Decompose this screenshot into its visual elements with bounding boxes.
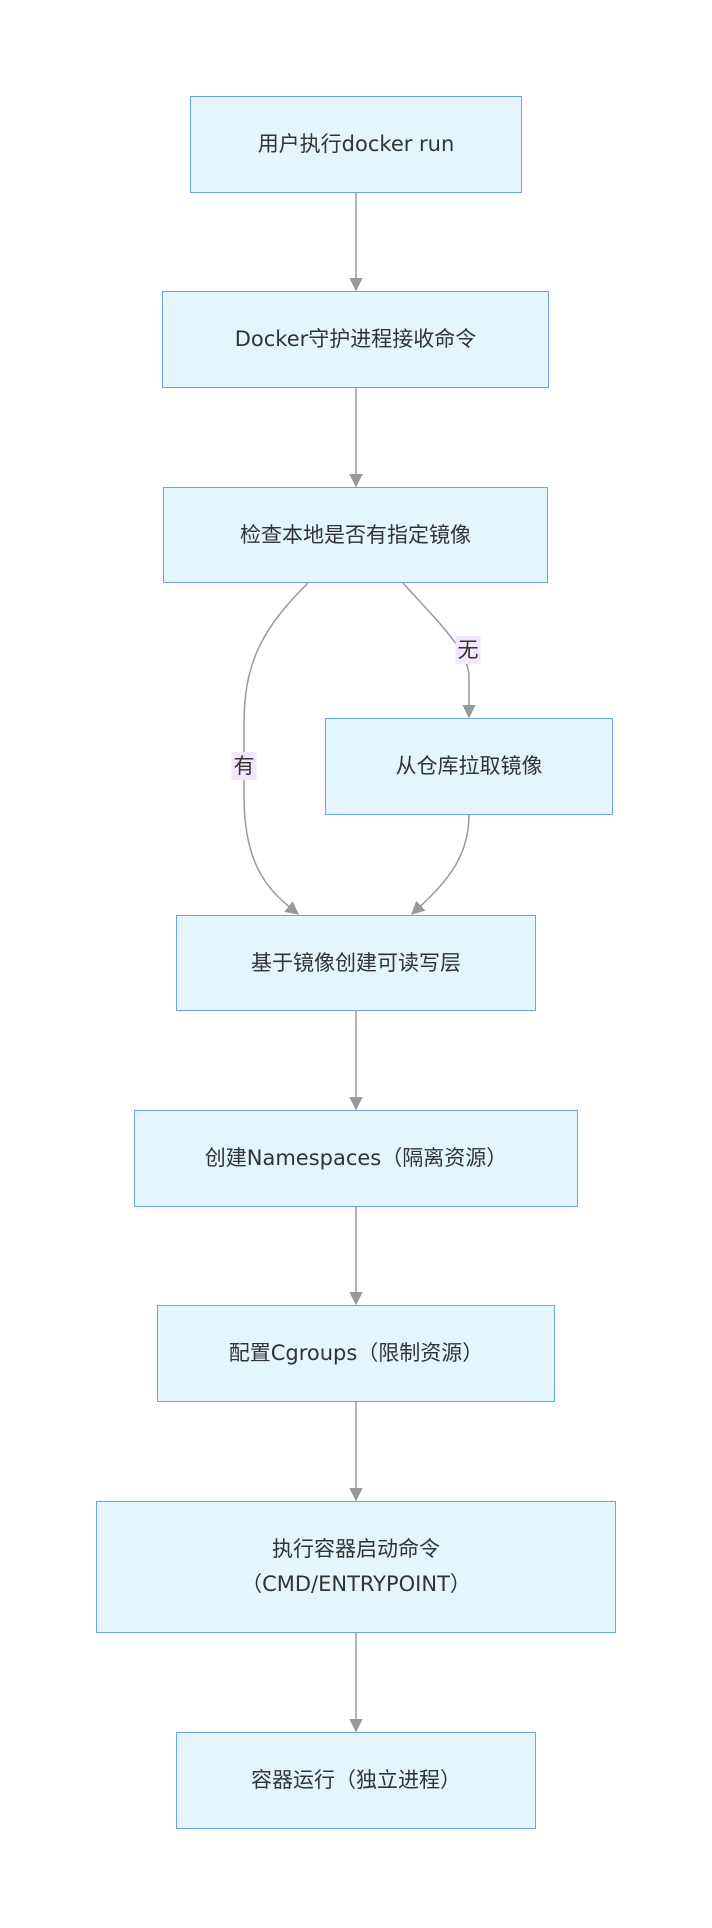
node-daemon: Docker守护进程接收命令 <box>162 291 549 388</box>
node-daemon-label: Docker守护进程接收命令 <box>234 327 477 351</box>
edge-pull-to-layer <box>411 814 470 915</box>
node-cgroups-label: 配置Cgroups（限制资源） <box>228 1341 484 1365</box>
edge-check-to-pull-none <box>402 582 476 719</box>
node-create-layer: 基于镜像创建可读写层 <box>176 915 536 1011</box>
node-exec-command: 执行容器启动命令 （CMD/ENTRYPOINT） <box>96 1501 616 1633</box>
node-exec-command-label-line2: （CMD/ENTRYPOINT） <box>241 1572 471 1596</box>
node-check-image-label: 检查本地是否有指定镜像 <box>240 522 471 547</box>
node-pull-image-label: 从仓库拉取镜像 <box>395 754 543 778</box>
node-container-running-label: 容器运行（独立进程） <box>251 1768 461 1792</box>
node-container-running: 容器运行（独立进程） <box>176 1732 536 1829</box>
node-check-image: 检查本地是否有指定镜像 <box>163 487 548 583</box>
node-cgroups: 配置Cgroups（限制资源） <box>157 1305 555 1402</box>
node-pull-image: 从仓库拉取镜像 <box>325 718 613 815</box>
node-create-layer-label: 基于镜像创建可读写层 <box>251 950 461 975</box>
node-start: 用户执行docker run <box>190 96 522 193</box>
node-namespaces-label: 创建Namespaces（隔离资源） <box>204 1146 508 1170</box>
node-namespaces: 创建Namespaces（隔离资源） <box>134 1110 578 1207</box>
edge-label-none: 无 <box>455 636 481 664</box>
edge-check-to-layer-has <box>243 582 309 915</box>
node-exec-command-label-line1: 执行容器启动命令 <box>272 1537 440 1561</box>
node-start-label: 用户执行docker run <box>257 132 455 156</box>
edge-label-has: 有 <box>231 752 257 780</box>
